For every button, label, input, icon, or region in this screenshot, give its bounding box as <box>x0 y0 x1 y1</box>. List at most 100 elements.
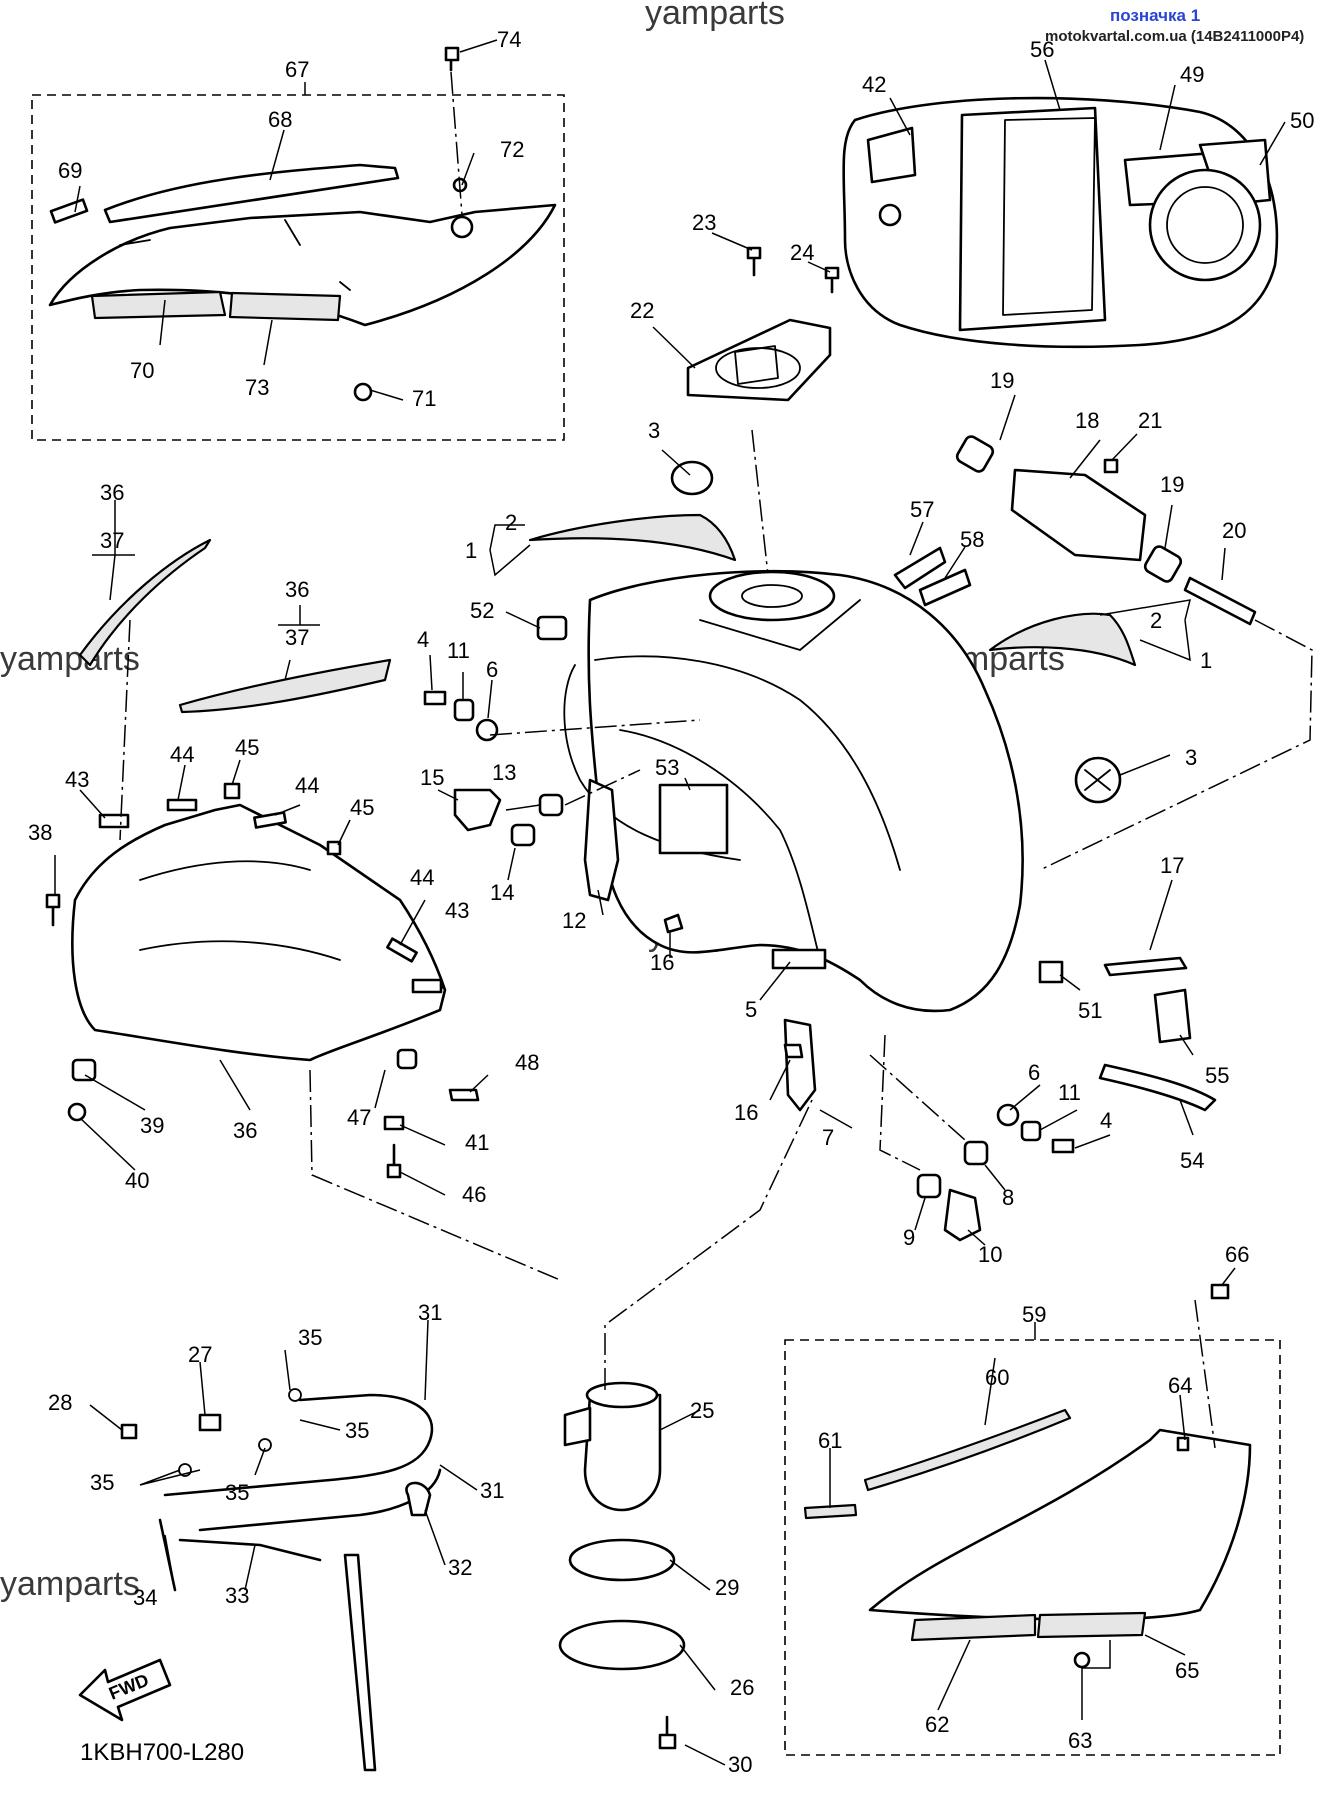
collar-13 <box>538 793 564 817</box>
watermark: yamparts <box>645 0 785 32</box>
callout-34: 34 <box>133 1585 157 1610</box>
watermark: yamparts <box>0 1565 140 1603</box>
dashed-box-59 <box>784 1339 1281 1756</box>
collar-40 <box>67 1102 87 1122</box>
pipe-31 <box>163 1393 434 1497</box>
callout-44: 44 <box>295 773 319 798</box>
stripe-60 <box>863 1408 1072 1492</box>
collar-8 <box>963 1140 989 1166</box>
callout-35: 35 <box>225 1480 249 1505</box>
callout-1: 1 <box>1200 648 1212 673</box>
callout-31: 31 <box>418 1300 442 1325</box>
frame-strut <box>343 1553 377 1772</box>
bolt-4-lower <box>1051 1138 1075 1154</box>
emblem-45 <box>223 782 241 800</box>
callout-32: 32 <box>448 1555 472 1580</box>
emblem-44b <box>253 811 287 829</box>
callout-62: 62 <box>925 1712 949 1737</box>
callout-63: 63 <box>1068 1728 1092 1753</box>
callout-56: 56 <box>1030 37 1054 62</box>
damper-57 <box>893 546 947 590</box>
callout-2: 2 <box>1150 608 1162 633</box>
callout-45: 45 <box>235 735 259 760</box>
reference-tag: позначка 1 <box>1110 6 1200 25</box>
callout-35: 35 <box>345 1418 369 1443</box>
callout-59: 59 <box>1022 1302 1046 1327</box>
callout-69: 69 <box>58 158 82 183</box>
callout-40: 40 <box>125 1168 149 1193</box>
fitting-18 <box>1010 468 1147 562</box>
callout-4: 4 <box>417 627 429 652</box>
collar-11-upper <box>453 698 475 722</box>
decal-73 <box>228 291 342 322</box>
callout-73: 73 <box>245 375 269 400</box>
bracket-12 <box>583 778 620 902</box>
callout-66: 66 <box>1225 1242 1249 1267</box>
side-cover-59 <box>868 1428 1252 1621</box>
emblem-69 <box>49 198 89 224</box>
bracket-10 <box>943 1188 982 1242</box>
bolt-38 <box>45 893 61 927</box>
damper-55 <box>1153 988 1192 1044</box>
emblem-1-left <box>528 513 737 562</box>
callout-15: 15 <box>420 765 444 790</box>
callout-10: 10 <box>978 1242 1002 1267</box>
callout-70: 70 <box>130 358 154 383</box>
callout-35: 35 <box>90 1470 114 1495</box>
emblem-45b <box>326 840 342 856</box>
callout-23: 23 <box>692 210 716 235</box>
callout-25: 25 <box>690 1398 714 1423</box>
nut-41 <box>383 1115 405 1131</box>
damper-51 <box>1038 960 1064 984</box>
callout-64: 64 <box>1168 1373 1192 1398</box>
dashed-box-67 <box>31 94 565 441</box>
callout-41: 41 <box>465 1130 489 1155</box>
decal-65 <box>1036 1611 1147 1639</box>
callout-30: 30 <box>728 1752 752 1777</box>
callout-28: 28 <box>48 1390 72 1415</box>
callout-42: 42 <box>862 72 886 97</box>
callout-58: 58 <box>960 527 984 552</box>
side-cover-left-group <box>31 46 565 441</box>
fuel-pump-25 <box>583 1393 662 1512</box>
callout-53: 53 <box>655 755 679 780</box>
decal-62 <box>910 1613 1037 1642</box>
callout-14: 14 <box>490 880 514 905</box>
callout-6: 6 <box>486 657 498 682</box>
bolt-23 <box>746 246 762 277</box>
callout-3: 3 <box>1185 745 1197 770</box>
callout-2: 2 <box>505 510 517 535</box>
bolt-16-lower <box>783 1043 804 1059</box>
callout-43: 43 <box>445 898 469 923</box>
callout-71: 71 <box>412 386 436 411</box>
collar-47 <box>396 1048 418 1070</box>
bolt-17 <box>1103 956 1188 977</box>
o-ring-29 <box>568 1538 676 1582</box>
callout-68: 68 <box>268 107 292 132</box>
clamp-32 <box>405 1481 432 1517</box>
grommet-19-left <box>955 435 995 473</box>
callout-39: 39 <box>140 1113 164 1138</box>
grommet-19-right <box>1143 545 1183 583</box>
callout-33: 33 <box>225 1583 249 1608</box>
callout-numbers: 1 1 2 2 3 3 4 4 5 6 6 7 8 9 10 11 11 12 … <box>28 27 1314 1777</box>
washer-6-lower <box>996 1103 1020 1127</box>
watermark: yamparts <box>0 640 140 678</box>
damper-58 <box>918 568 972 607</box>
callout-11: 11 <box>447 638 470 663</box>
grommet-39 <box>71 1058 97 1082</box>
callout-18: 18 <box>1075 408 1099 433</box>
emblem-44c <box>386 937 418 963</box>
callout-12: 12 <box>562 908 586 933</box>
pump-connector <box>563 1406 592 1447</box>
callout-31: 31 <box>480 1478 504 1503</box>
cap-3-top <box>670 460 714 496</box>
bolt-30 <box>658 1715 677 1750</box>
callout-37: 37 <box>285 625 309 650</box>
pad-42 <box>866 126 917 184</box>
callout-1: 1 <box>465 538 477 563</box>
washer-6-upper <box>475 718 499 742</box>
pipe-33 <box>178 1538 322 1562</box>
leader-lines <box>54 39 1286 1766</box>
emblem-61 <box>803 1503 858 1520</box>
